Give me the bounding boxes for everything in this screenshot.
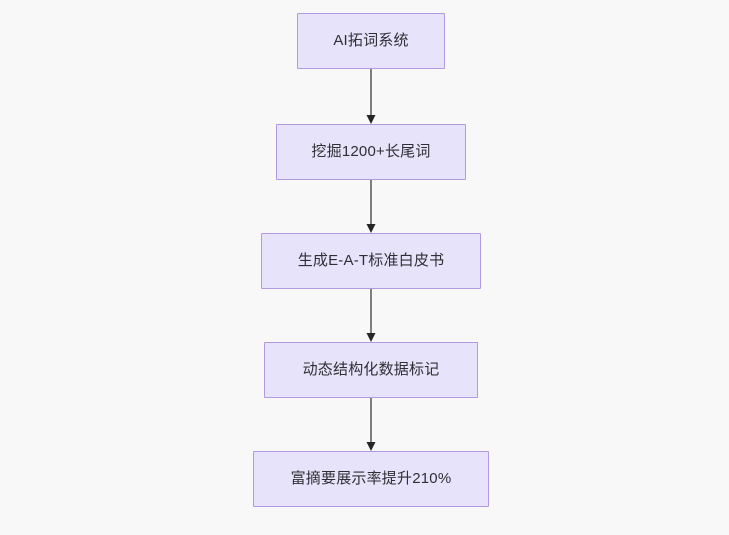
edge-arrowhead-icon xyxy=(366,224,376,233)
edge-arrowhead-icon xyxy=(366,333,376,342)
edge-arrowhead-icon xyxy=(366,442,376,451)
flow-node-label: 富摘要展示率提升210% xyxy=(290,470,452,487)
flow-node-n1[interactable]: AI拓词系统 xyxy=(297,13,445,69)
flow-edge xyxy=(366,398,376,451)
flow-edge xyxy=(366,69,376,124)
flow-node-n3[interactable]: 生成E-A-T标准白皮书 xyxy=(261,233,481,289)
flow-node-label: 挖掘1200+长尾词 xyxy=(311,143,431,160)
flow-node-label: 动态结构化数据标记 xyxy=(302,361,440,378)
flow-edge xyxy=(366,180,376,233)
flow-node-n5[interactable]: 富摘要展示率提升210% xyxy=(253,451,489,507)
edge-arrowhead-icon xyxy=(366,115,376,124)
flow-edge xyxy=(366,289,376,342)
flow-node-n2[interactable]: 挖掘1200+长尾词 xyxy=(276,124,466,180)
flow-node-n4[interactable]: 动态结构化数据标记 xyxy=(264,342,478,398)
flow-node-label: AI拓词系统 xyxy=(333,32,409,49)
flow-node-label: 生成E-A-T标准白皮书 xyxy=(297,252,445,269)
